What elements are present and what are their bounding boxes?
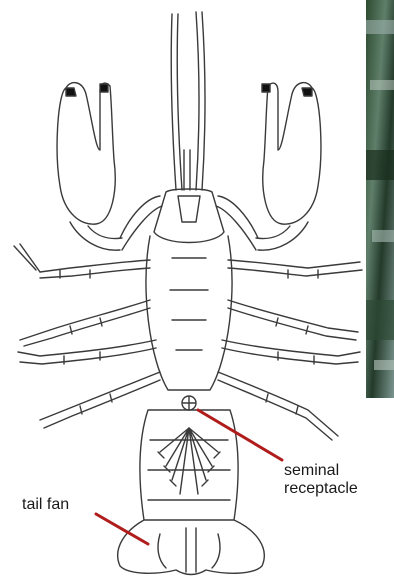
antennae	[171, 12, 205, 190]
thorax	[146, 236, 232, 390]
left-claw	[57, 83, 162, 251]
head	[154, 189, 224, 243]
right-claw	[216, 83, 321, 251]
right-legs	[218, 260, 362, 440]
seminal-receptacle-marker	[182, 396, 196, 410]
background-photo	[366, 0, 394, 398]
tail-fan-label: tail fan	[22, 496, 69, 514]
left-legs	[14, 244, 160, 428]
seminal-label-line1: seminal	[284, 462, 358, 480]
tail-fan	[118, 520, 265, 575]
seminal-receptacle-label: seminal receptacle	[284, 462, 358, 498]
seminal-receptacle-leader	[198, 410, 282, 460]
seminal-label-line2: receptacle	[284, 480, 358, 498]
